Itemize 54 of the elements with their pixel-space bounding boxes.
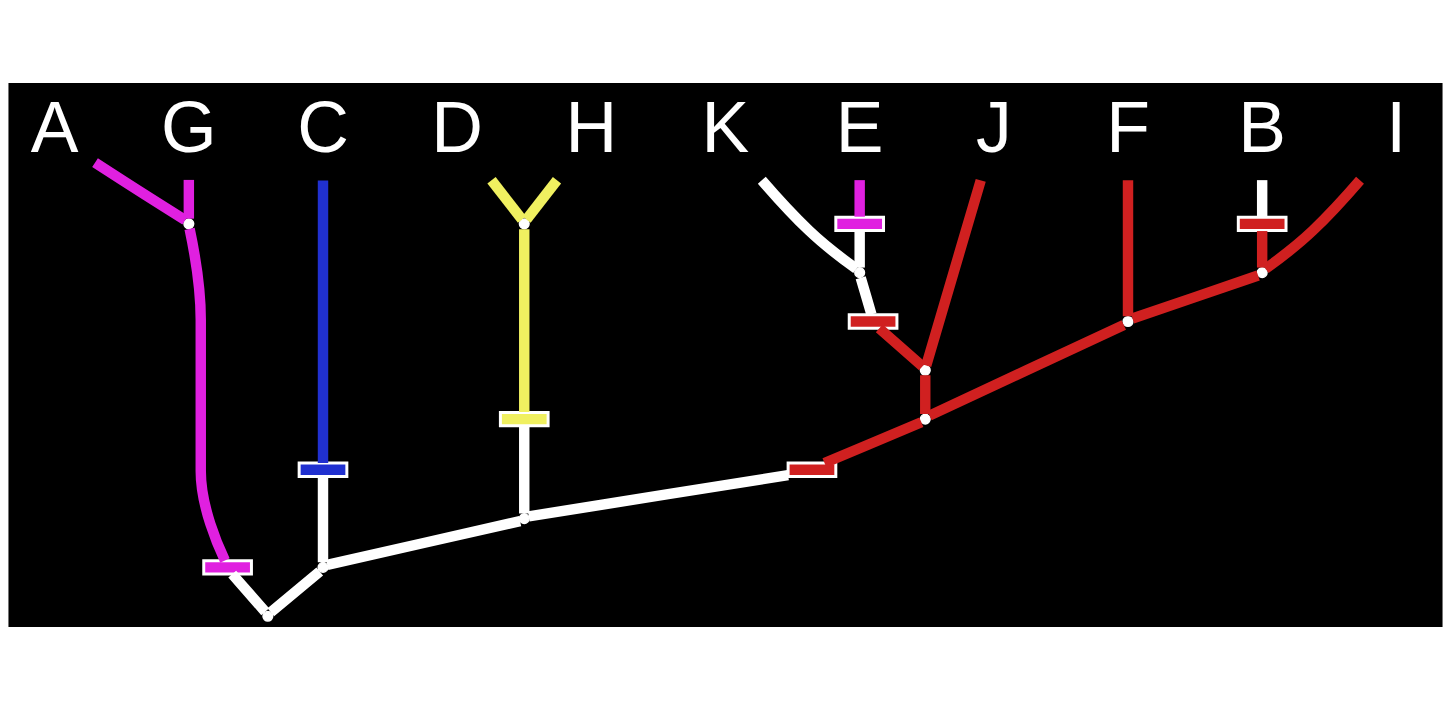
connector [854,230,865,268]
node-text: B [1238,86,1287,167]
node-point [1122,315,1134,327]
connector [317,476,329,562]
connector [228,570,270,615]
connector [927,319,1126,420]
node-box [498,410,550,427]
connector [822,416,924,468]
connector [183,179,195,219]
node-text: E [835,86,884,167]
connector [921,178,986,367]
connector [522,176,562,223]
node-box [297,461,349,478]
connector [920,374,931,414]
node-point [1256,266,1268,278]
node-point [518,512,530,524]
connector [267,567,324,616]
node-point [183,217,195,229]
connector [1256,179,1268,217]
node-point [854,266,866,278]
connector [1122,179,1134,316]
connector [854,179,865,217]
node-text: I [1386,86,1407,167]
node-box [847,312,899,330]
node-text: H [565,86,618,167]
node-text: K [701,86,750,167]
connector [519,228,530,412]
connector [1130,270,1260,323]
node-text: A [30,86,79,167]
node-box [1236,215,1288,232]
connector [487,176,527,223]
node-text: J [975,86,1012,167]
connector [519,425,530,513]
connector [92,157,188,225]
node-box [834,215,885,232]
node-point [518,217,530,229]
connector [1256,230,1268,268]
connector [184,227,230,563]
connector [875,324,926,370]
connector [527,469,789,522]
connector [317,179,329,463]
node-box [786,461,838,478]
connector [326,515,522,570]
connector [1262,176,1364,273]
node-text: D [431,86,483,167]
node-point [919,364,931,376]
node-text: F [1106,86,1150,167]
node-box [202,558,253,576]
node-point [262,610,274,622]
node-point [919,413,931,425]
node-text: G [161,86,217,167]
node-point [317,561,329,573]
connector [855,275,877,316]
node-text: C [297,86,349,167]
